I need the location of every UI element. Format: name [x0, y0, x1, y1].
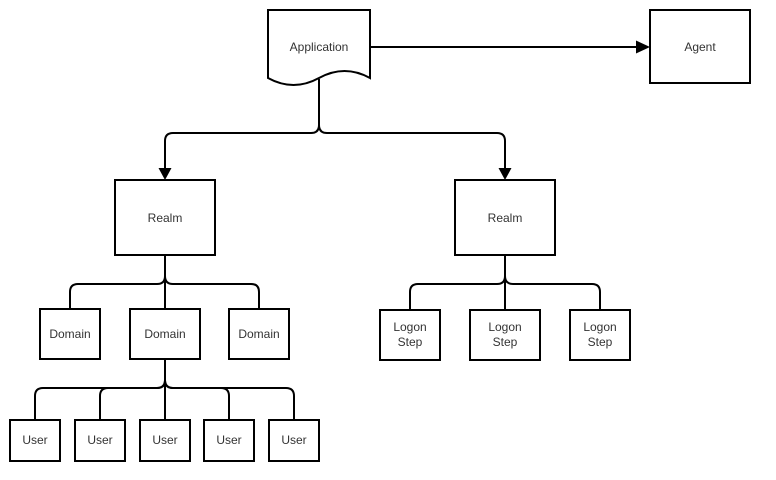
edge-domain-2-user-2: [99, 359, 166, 420]
node-logon-step-1: Logon Step: [379, 309, 441, 361]
edges-layer: [34, 40, 650, 420]
realm-right-box: [454, 179, 556, 256]
realm-right-label: Realm: [488, 211, 523, 225]
edge-domain-2-user-4: [164, 359, 230, 420]
user-2-label: User: [87, 433, 112, 447]
logon-step-1-label-line2: Step: [398, 335, 423, 349]
node-user-4: User: [203, 419, 255, 462]
node-domain-2: Domain: [129, 308, 201, 360]
application-document-shape: [267, 9, 371, 86]
nodes-layer: Application Agent Realm Realm Domain: [9, 9, 751, 462]
user-4-box: [203, 419, 255, 462]
logon-step-3-box: [569, 309, 631, 361]
edge-realm-left-domain-1: [69, 255, 166, 309]
realm-left-label: Realm: [148, 211, 183, 225]
logon-step-3-label-line2: Step: [588, 335, 613, 349]
domain-1-box: [39, 308, 101, 360]
node-logon-step-3: Logon Step: [569, 309, 631, 361]
node-realm-right: Realm: [454, 179, 556, 256]
domain-2-box: [129, 308, 201, 360]
logon-step-2-label-line1: Logon: [488, 320, 521, 334]
node-domain-1: Domain: [39, 308, 101, 360]
user-5-label: User: [281, 433, 306, 447]
user-1-label: User: [22, 433, 47, 447]
node-agent: Agent: [649, 9, 751, 84]
logon-step-2-box: [469, 309, 541, 361]
edge-application-realm-left: [164, 79, 320, 168]
logon-step-2-label-line2: Step: [493, 335, 518, 349]
node-user-1: User: [9, 419, 61, 462]
edge-application-realm-right: [318, 79, 506, 168]
user-5-box: [268, 419, 320, 462]
logon-step-1-label-line1: Logon: [393, 320, 426, 334]
node-realm-left: Realm: [114, 179, 216, 256]
node-user-2: User: [74, 419, 126, 462]
domain-3-box: [228, 308, 290, 360]
node-domain-3: Domain: [228, 308, 290, 360]
logon-step-3-label-line1: Logon: [583, 320, 616, 334]
arrowhead-realm-left: [158, 168, 172, 180]
user-4-label: User: [216, 433, 241, 447]
node-logon-step-2: Logon Step: [469, 309, 541, 361]
user-3-label: User: [152, 433, 177, 447]
domain-2-label: Domain: [144, 327, 185, 341]
edge-realm-left-domain-3: [164, 255, 260, 309]
arrowhead-agent: [636, 40, 650, 54]
node-user-3: User: [139, 419, 191, 462]
arrowhead-realm-right: [498, 168, 512, 180]
user-1-box: [9, 419, 61, 462]
edge-realm-right-logon-1: [409, 255, 506, 310]
logon-step-1-box: [379, 309, 441, 361]
domain-1-label: Domain: [49, 327, 90, 341]
user-2-box: [74, 419, 126, 462]
edge-realm-right-logon-3: [504, 255, 601, 310]
agent-box: [649, 9, 751, 84]
edge-domain-2-user-5: [164, 359, 295, 420]
realm-left-box: [114, 179, 216, 256]
agent-label: Agent: [684, 40, 716, 54]
node-application: Application: [267, 9, 371, 86]
application-label: Application: [290, 40, 349, 54]
node-user-5: User: [268, 419, 320, 462]
domain-3-label: Domain: [238, 327, 279, 341]
user-3-box: [139, 419, 191, 462]
